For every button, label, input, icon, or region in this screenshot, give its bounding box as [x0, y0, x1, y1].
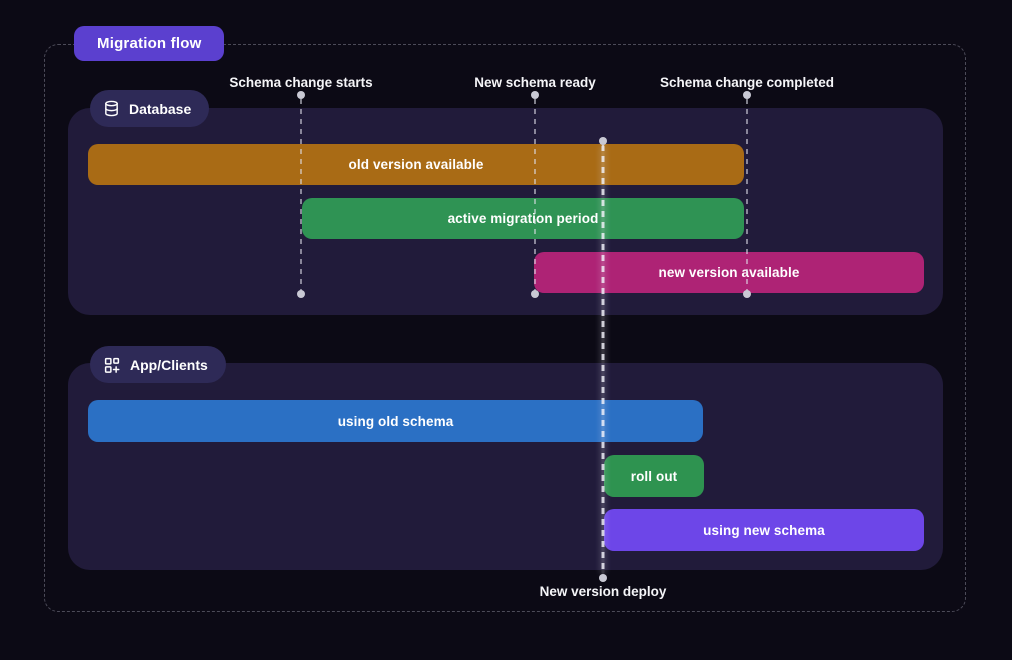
apps-plus-icon: [103, 356, 121, 374]
milestone-label-schema-change-completed: Schema change completed: [659, 75, 835, 90]
bar-using-new-schema: using new schema: [604, 509, 924, 551]
milestone-dot: [743, 91, 751, 99]
app-clients-badge: App/Clients: [90, 346, 226, 383]
milestone-dot: [531, 290, 539, 298]
bar-label: new version available: [658, 265, 800, 280]
milestone-label-schema-change-starts: Schema change starts: [229, 75, 373, 90]
section-label: Database: [129, 100, 192, 117]
milestone-dot: [297, 91, 305, 99]
milestone-dot: [743, 290, 751, 298]
bar-new-version-available: new version available: [534, 252, 924, 293]
deploy-dot-bottom: [599, 574, 607, 582]
deploy-line: [601, 145, 605, 574]
milestone-line: [746, 99, 748, 291]
milestone-dot: [531, 91, 539, 99]
deploy-dot-top: [599, 137, 607, 145]
milestone-line: [300, 99, 302, 291]
database-badge: Database: [90, 90, 210, 127]
bar-label: old version available: [348, 157, 484, 172]
bar-roll-out: roll out: [604, 455, 704, 497]
bar-using-old-schema: using old schema: [88, 400, 703, 442]
milestone-label-new-schema-ready: New schema ready: [474, 75, 596, 90]
bar-label: using old schema: [337, 413, 454, 429]
milestone-line: [534, 99, 536, 291]
milestone-dot: [297, 290, 305, 298]
database-icon: [103, 100, 120, 117]
bar-label: using new schema: [703, 522, 825, 538]
bar-old-version-available: old version available: [88, 144, 744, 185]
bar-active-migration-period: active migration period: [302, 198, 744, 239]
diagram-dashed-border: [44, 44, 966, 612]
page-title: Migration flow: [97, 35, 202, 52]
bar-label: roll out: [630, 468, 678, 484]
section-label: App/Clients: [130, 356, 208, 373]
bar-label: active migration period: [447, 211, 599, 226]
deploy-label: New version deploy: [539, 584, 667, 599]
title-badge: Migration flow: [74, 26, 225, 61]
